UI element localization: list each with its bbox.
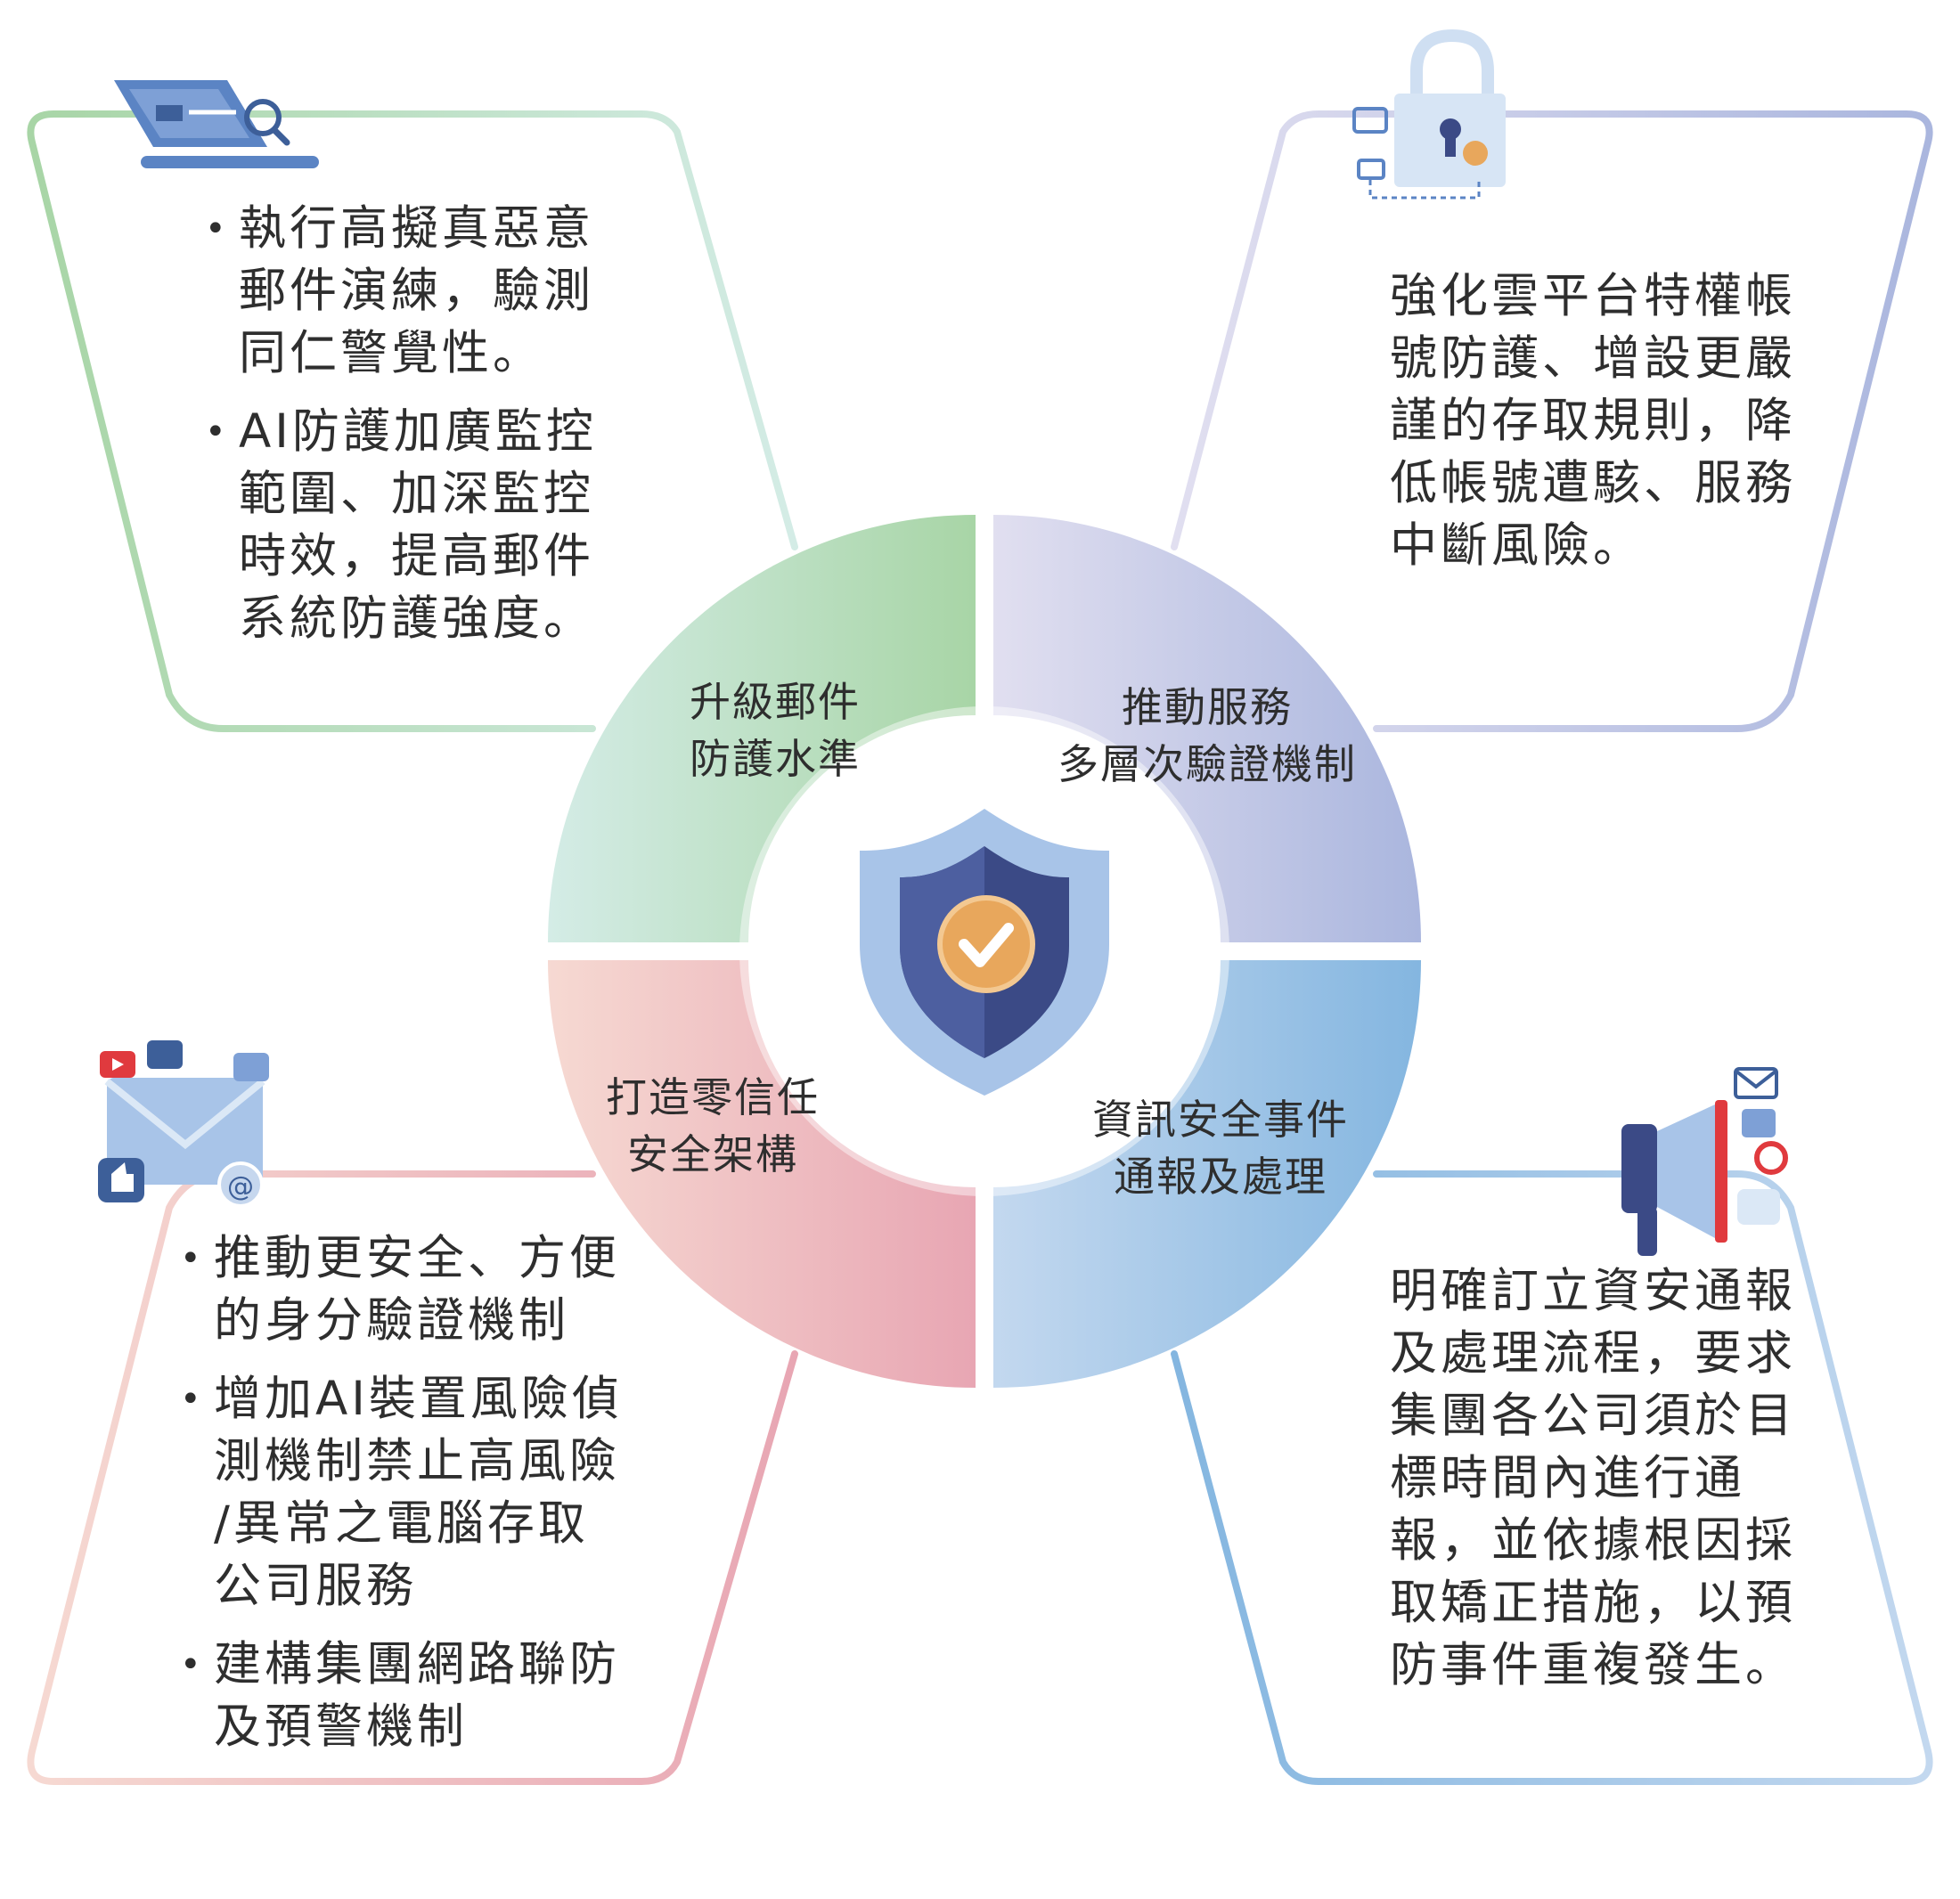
panel-bottom-left-bullet: •建構集團網路聯防 及預警機制 — [178, 1634, 641, 1758]
lock-icon — [1352, 29, 1506, 200]
bullet-dot: • — [205, 412, 230, 452]
segment-top-left — [548, 515, 976, 942]
bullet-dot: • — [180, 1644, 205, 1685]
panel-frame-top-left — [27, 110, 798, 732]
segment-bottom-right — [993, 960, 1421, 1388]
segment-label-top-right: 推動服務 多層次驗證機制 — [1058, 683, 1357, 788]
bullet-text: 增加AI裝置風險偵 測機制禁止高風險 /異常之電腦存取 公司服務 — [214, 1372, 623, 1613]
panel-bottom-right-text: 明確訂立資安通報 及處理流程，要求 集團各公司須於目 標時間內進行通 報，並依據… — [1390, 1260, 1817, 1697]
svg-text:@: @ — [227, 1171, 254, 1202]
panel-bottom-left-bullet: •增加AI裝置風險偵 測機制禁止高風險 /異常之電腦存取 公司服務 — [178, 1368, 641, 1618]
shield-check-icon — [860, 809, 1109, 1096]
bullet-dot: • — [180, 1379, 205, 1420]
segment-label-bottom-right: 資訊安全事件 通報及處理 — [1092, 1096, 1349, 1201]
bullet-text: 推動更安全、方便 的身分驗證機制 — [214, 1231, 620, 1348]
panel-top-left-bullet: •執行高擬真惡意 郵件演練，驗測 同仁警覺性。 — [203, 198, 631, 385]
inner-ring — [739, 706, 1229, 1196]
panel-frame-top-right — [1171, 110, 1933, 732]
email-social-icon: @ — [98, 1040, 269, 1208]
bullet-text: 建構集團網路聯防 及預警機制 — [214, 1637, 620, 1754]
bullet-text: AI防護加廣監控 範圍、加深監控 時效，提高郵件 系統防護強度。 — [239, 404, 597, 646]
bullet-text: 執行高擬真惡意 郵件演練，驗測 同仁警覺性。 — [239, 201, 594, 380]
segment-label-top-left: 升級郵件 防護水準 — [690, 678, 861, 783]
segment-bottom-left — [548, 960, 976, 1388]
panel-paragraph: 明確訂立資安通報 及處理流程，要求 集團各公司須於目 標時間內進行通 報，並依據… — [1390, 1264, 1796, 1692]
segment-label-bottom-left: 打造零信任 安全架構 — [606, 1073, 820, 1178]
panel-frame-bottom-right — [1171, 1170, 1933, 1785]
panel-top-left-bullet: •AI防護加廣監控 範圍、加深監控 時效，提高郵件 系統防護強度。 — [203, 401, 631, 650]
bullet-dot: • — [205, 208, 230, 249]
panel-paragraph: 強化雲平台特權帳 號防護、增設更嚴 謹的存取規則，降 低帳號遭駭、服務 中斷風險… — [1390, 269, 1796, 573]
panel-top-right-text: 強化雲平台特權帳 號防護、增設更嚴 謹的存取規則，降 低帳號遭駭、服務 中斷風險… — [1390, 265, 1817, 577]
panel-bottom-left-bullet: •推動更安全、方便 的身分驗證機制 — [178, 1227, 641, 1352]
segment-top-right — [993, 515, 1421, 942]
panel-top-left-text: •執行高擬真惡意 郵件演練，驗測 同仁警覺性。 •AI防護加廣監控 範圍、加深監… — [203, 198, 631, 666]
panel-bottom-left-text: •推動更安全、方便 的身分驗證機制 •增加AI裝置風險偵 測機制禁止高風險 /異… — [178, 1227, 641, 1774]
megaphone-icon — [1621, 1067, 1788, 1256]
bullet-dot: • — [180, 1238, 205, 1279]
laptop-search-icon — [114, 80, 319, 168]
